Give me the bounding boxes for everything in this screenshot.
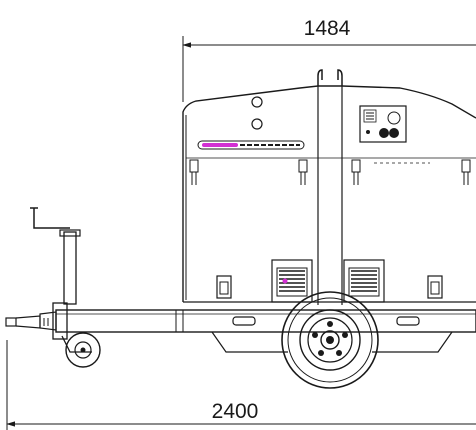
- generator-canopy: [182, 69, 476, 305]
- jockey-wheel: [30, 207, 101, 368]
- indicator-light-2: [251, 118, 263, 130]
- tow-hitch: [5, 311, 57, 331]
- latch-left-2: [298, 159, 308, 185]
- side-handle-right: [427, 275, 443, 299]
- latch-right-1: [351, 159, 361, 185]
- latch-left-1: [189, 159, 199, 185]
- vent-right: [343, 259, 385, 303]
- indicator-light-1: [251, 96, 263, 108]
- brand-stripe: [197, 140, 305, 150]
- chassis-frame: [55, 309, 476, 353]
- control-panel: [359, 105, 407, 143]
- dimension-bottom: 2400: [6, 340, 476, 430]
- main-wheel: [281, 291, 379, 389]
- latch-right-2: [461, 159, 471, 185]
- dimension-top-label: 1484: [304, 17, 351, 40]
- dimension-top: 1484: [182, 17, 476, 102]
- dimension-bottom-label: 2400: [212, 400, 259, 423]
- side-handle-left: [216, 275, 232, 299]
- vent-left: [271, 259, 313, 303]
